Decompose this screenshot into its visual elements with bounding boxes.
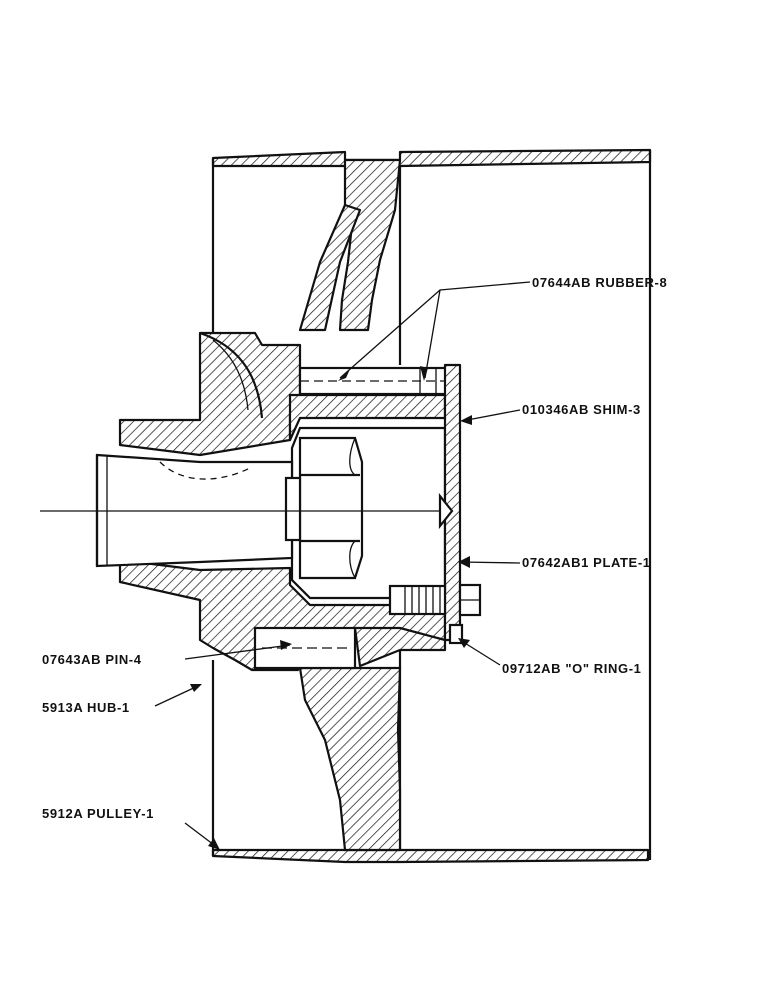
pulley-lower-web	[298, 666, 402, 852]
pin-lower	[253, 626, 447, 670]
callout-pin: 07643AB PIN-4	[42, 652, 142, 667]
callout-plate: 07642AB1 PLATE-1	[522, 555, 651, 570]
hex-nut	[284, 436, 364, 580]
pulley-upper-web	[298, 158, 402, 332]
callout-shim: 010346AB SHIM-3	[522, 402, 641, 417]
rubber-bushing-upper	[298, 366, 452, 396]
callout-rubber: 07644AB RUBBER-8	[532, 275, 667, 290]
leader-lines	[154, 281, 531, 850]
callout-hub: 5913A HUB-1	[42, 700, 130, 715]
callout-pulley: 5912A PULLEY-1	[42, 806, 154, 821]
callout-oring: 09712AB "O" RING-1	[502, 661, 641, 676]
